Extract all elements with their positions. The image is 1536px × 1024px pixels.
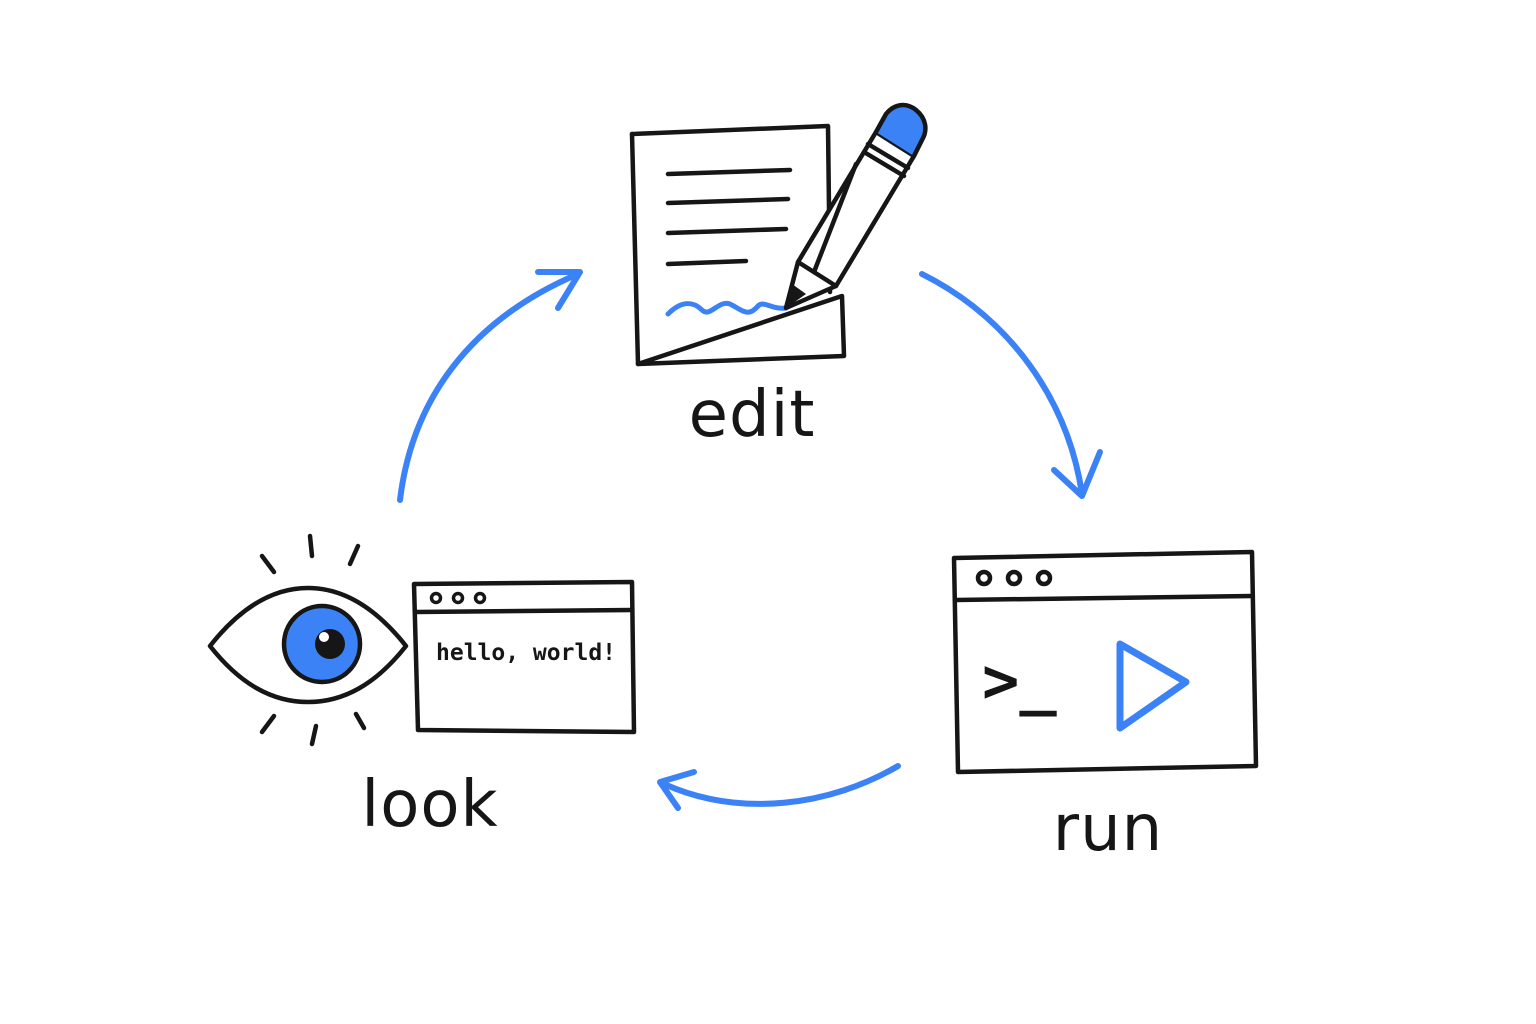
look-node: hello, world! look <box>207 533 637 842</box>
terminal-prompt: >_ <box>982 644 1057 717</box>
output-window: hello, world! <box>411 579 637 735</box>
run-node: >_ run <box>951 549 1259 866</box>
window-dot-icon <box>975 569 993 587</box>
window-dot-icon <box>1005 569 1023 587</box>
document-pencil-icon <box>629 102 928 367</box>
edit-node: edit <box>629 102 928 452</box>
look-label: look <box>361 768 498 842</box>
arrow-look-to-edit <box>397 269 583 503</box>
eye-icon <box>207 533 409 747</box>
hello-world-output: hello, world! <box>436 640 616 666</box>
window-dot-icon <box>1035 569 1053 587</box>
arrow-edit-to-run <box>919 271 1103 499</box>
window-dot-icon <box>451 591 465 605</box>
run-label: run <box>1053 792 1163 866</box>
window-dot-icon <box>429 591 443 605</box>
terminal-play-icon: >_ <box>951 549 1259 775</box>
arrow-run-to-look <box>657 763 901 811</box>
window-dot-icon <box>473 591 487 605</box>
edit-label: edit <box>689 378 816 452</box>
play-icon <box>1116 640 1190 732</box>
cycle-arrows <box>397 269 1103 811</box>
